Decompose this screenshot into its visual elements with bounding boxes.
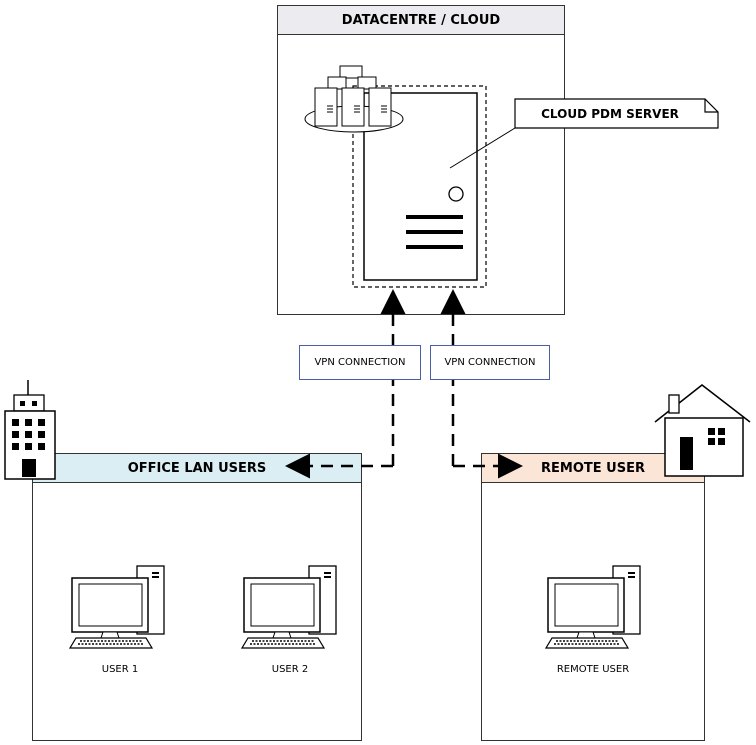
- datacentre-title: DATACENTRE / CLOUD: [278, 6, 564, 35]
- remote-user-label: REMOTE USER: [556, 664, 630, 675]
- house-icon: [654, 384, 751, 477]
- vpn-lines: [285, 289, 523, 479]
- computer-icon-user-1: [68, 565, 165, 649]
- callout-note: [449, 98, 719, 169]
- computer-icon-user-2: [240, 565, 337, 649]
- office-building-icon: [4, 380, 56, 480]
- user-2-label: USER 2: [271, 664, 309, 675]
- computer-icon-remote-user: [544, 565, 641, 649]
- callout-text: CLOUD PDM SERVER: [541, 106, 679, 121]
- vpn-label-right: VPN CONNECTION: [430, 345, 550, 380]
- server-cluster-icon: [304, 65, 404, 133]
- vpn-label-left: VPN CONNECTION: [299, 345, 421, 380]
- user-1-label: USER 1: [101, 664, 139, 675]
